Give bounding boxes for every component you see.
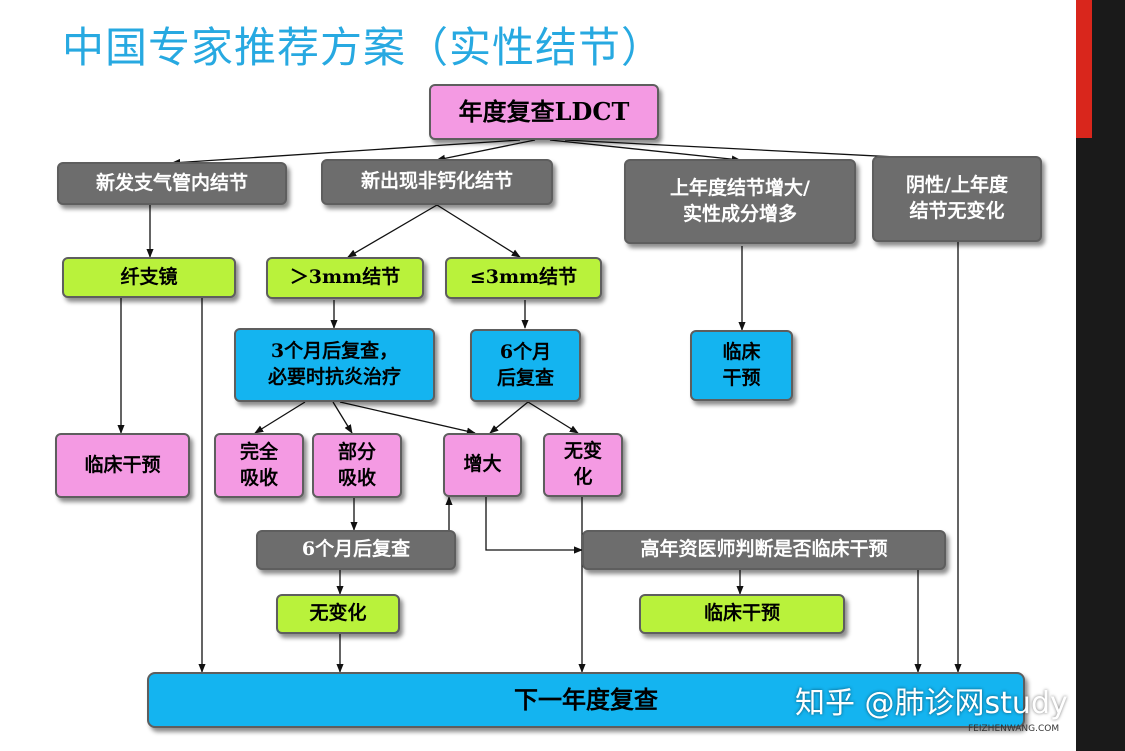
node-clinical-1: 临床 干预 [690,330,793,401]
node-recheck-3m: 3个月后复查， 必要时抗炎治疗 [234,328,435,402]
node-clinical-2: 临床干预 [55,433,190,498]
node-no-change-2: 无变化 [276,594,400,634]
connector [254,401,306,434]
node-enlarged: 增大 [443,433,522,497]
node-bronchoscopy: 纤支镜 [62,257,236,298]
node-complete-absorb: 完全 吸收 [214,433,304,498]
node-next-year: 下一年度复查 [147,672,1025,728]
connector [485,497,583,554]
connector [436,204,521,258]
node-new-bronchial: 新发支气管内结节 [57,162,287,205]
connector [527,401,579,434]
watermark: 知乎 @肺诊网study [795,686,1068,721]
node-gt3mm: ＞3mm结节 [266,257,424,299]
connector [347,204,438,258]
node-grown-solid: 上年度结节增大/ 实性成分增多 [624,159,856,244]
node-no-change-1: 无变 化 [543,433,623,497]
watermark-sub: FEIZHENWANG.COM [968,724,1060,734]
node-negative: 阴性/上年度 结节无变化 [872,156,1042,242]
node-annual-ldct: 年度复查LDCT [429,84,659,140]
connector [339,401,476,435]
node-le3mm: ≤3mm结节 [445,257,602,299]
node-partial-absorb: 部分 吸收 [312,433,402,498]
connector [489,401,529,434]
node-senior-doctor: 高年资医师判断是否临床干预 [582,530,946,570]
connector [549,139,741,163]
connector [171,139,521,167]
node-recheck-6m-b: 6个月后复查 [256,530,456,570]
connector [332,401,353,434]
node-new-noncalcified: 新出现非钙化结节 [321,159,553,205]
node-recheck-6m-a: 6个月 后复查 [470,329,581,402]
node-clinical-3: 临床干预 [639,594,845,634]
connector [436,139,536,162]
side-accent [1076,0,1092,138]
page-title: 中国专家推荐方案（实性结节） [62,23,665,72]
